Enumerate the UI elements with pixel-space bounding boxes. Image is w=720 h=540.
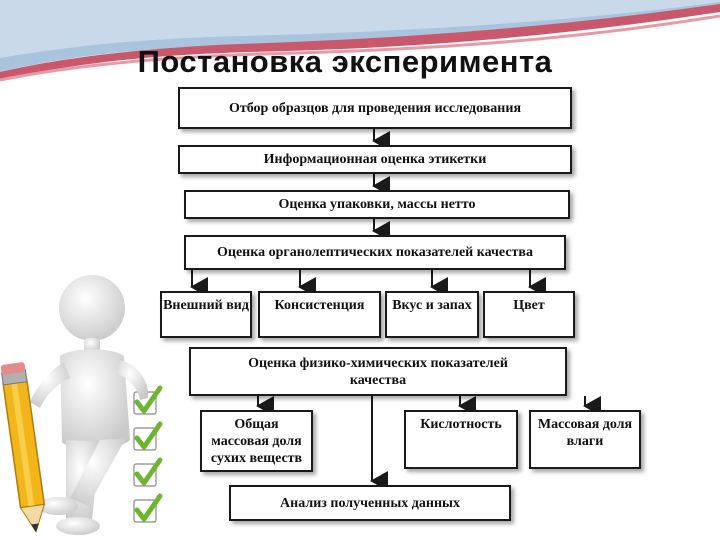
step-data-analysis: Анализ полученных данных	[229, 485, 511, 521]
step-organoleptic-quality: Оценка органолептических показателей кач…	[184, 235, 566, 270]
indicator-consistency: Консистенция	[258, 291, 381, 338]
step-physicochemical-quality: Оценка физико-химических показателей кач…	[189, 347, 567, 396]
pencil-icon	[0, 362, 46, 534]
step-label-info-assessment: Информационная оценка этикетки	[178, 145, 572, 174]
indicator-dry-matter: Общая массовая доля сухих веществ	[200, 410, 313, 472]
step-packaging-net-mass: Оценка упаковки, массы нетто	[184, 190, 570, 219]
checklist-icon	[133, 385, 163, 523]
indicator-acidity: Кислотность	[404, 410, 518, 469]
indicator-moisture: Массовая доля влаги	[529, 410, 641, 469]
step-sample-selection: Отбор образцов для проведения исследован…	[178, 87, 572, 129]
decorative-swoosh-banner	[0, 0, 720, 82]
indicator-appearance: Внешний вид	[160, 291, 252, 338]
person-with-pencil-illustration	[0, 275, 163, 535]
indicator-color: Цвет	[483, 291, 575, 338]
slide-title: Постановка эксперимента	[137, 44, 553, 79]
indicator-taste-smell: Вкус и запах	[385, 291, 479, 338]
